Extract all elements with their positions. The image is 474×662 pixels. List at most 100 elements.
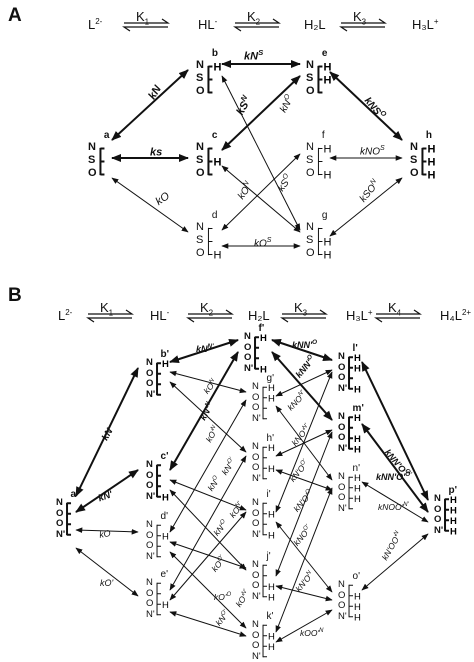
atom: N' bbox=[252, 412, 261, 424]
atom: S bbox=[306, 154, 314, 166]
atom: N' bbox=[146, 490, 156, 502]
atom: O bbox=[306, 85, 315, 97]
rate-superscript: N' bbox=[403, 502, 409, 508]
hydrogen-atom: H bbox=[323, 62, 331, 74]
species-label: k' bbox=[266, 610, 274, 622]
atom: N bbox=[196, 221, 204, 233]
atom: O bbox=[244, 352, 252, 363]
hydrogen-atom: H bbox=[354, 612, 361, 623]
species-label: h bbox=[425, 130, 432, 141]
hydrogen-atom: H bbox=[354, 473, 361, 484]
atom: O bbox=[252, 580, 260, 591]
formula-base: H₂L bbox=[248, 308, 270, 323]
atom: N' bbox=[338, 502, 347, 514]
species-formula: HL- bbox=[150, 308, 169, 323]
rate-constant-label: kO bbox=[98, 526, 111, 540]
atom: N bbox=[196, 141, 204, 153]
equilibrium-constant: K1 bbox=[136, 10, 149, 29]
atom: N bbox=[338, 471, 345, 482]
rate-symbol: kNN'O' bbox=[376, 472, 406, 482]
atom: O bbox=[252, 462, 260, 473]
species-label: g' bbox=[266, 372, 275, 384]
species-formula: H₃L+ bbox=[412, 17, 439, 32]
formula-base: H₂L bbox=[304, 17, 326, 32]
species-label: f bbox=[321, 130, 325, 141]
hydrogen-atom: H bbox=[450, 505, 457, 516]
rate-superscript: O bbox=[312, 339, 318, 346]
formula-base: H₃L bbox=[346, 308, 368, 323]
atom: O bbox=[56, 507, 64, 519]
atom: O bbox=[88, 167, 97, 179]
atom: N bbox=[252, 441, 259, 452]
atom: O bbox=[338, 481, 346, 493]
atom: S bbox=[306, 234, 314, 246]
atom: O bbox=[146, 367, 154, 379]
atom: S bbox=[410, 154, 418, 166]
transition-arrow bbox=[169, 511, 247, 601]
atom: O bbox=[434, 503, 442, 515]
equilibrium-constant: K4 bbox=[388, 301, 401, 320]
hydrogen-atom: H bbox=[427, 144, 435, 156]
atom: S bbox=[88, 154, 96, 166]
atom: O bbox=[306, 247, 315, 259]
transition-arrow bbox=[111, 177, 189, 233]
atom: O bbox=[196, 247, 205, 259]
constant-subscript: 1 bbox=[108, 308, 114, 318]
hydrogen-atom: H bbox=[354, 483, 361, 494]
atom: N' bbox=[338, 442, 348, 454]
atom: N bbox=[252, 497, 259, 508]
transition-arrow bbox=[169, 551, 247, 629]
atom: O bbox=[196, 167, 205, 179]
transition-arrow bbox=[75, 547, 139, 597]
constant-subscript: 2 bbox=[255, 17, 261, 27]
constant-subscript: 3 bbox=[361, 17, 367, 27]
constant-symbol: K bbox=[200, 300, 209, 315]
equilibrium-forward-arrow bbox=[88, 309, 134, 315]
hydrogen-atom: H bbox=[354, 353, 361, 364]
hydrogen-atom: H bbox=[354, 494, 361, 505]
rate-symbol: kNN' bbox=[292, 340, 313, 350]
rate-constant-label: kNN'O'O bbox=[376, 470, 410, 482]
atom: S bbox=[196, 72, 204, 84]
formula-charge: - bbox=[214, 17, 218, 26]
species-formula: H₂L bbox=[304, 18, 326, 31]
rate-symbol: kNO bbox=[360, 146, 380, 158]
atom: N' bbox=[146, 550, 155, 562]
formula-base: HL bbox=[150, 308, 167, 323]
atom: N bbox=[252, 381, 259, 392]
species-label: e' bbox=[160, 568, 169, 580]
atom: N' bbox=[252, 650, 261, 662]
rate-constant-label: kOS bbox=[254, 236, 271, 249]
atom: N bbox=[306, 141, 314, 153]
equilibrium-reverse-arrow bbox=[122, 26, 168, 32]
hydrogen-atom: H bbox=[268, 383, 275, 394]
formula-base: H₃L bbox=[412, 17, 434, 32]
hydrogen-atom: H bbox=[268, 642, 275, 653]
atom: N bbox=[146, 519, 153, 530]
atom: N bbox=[196, 59, 204, 71]
atom: O bbox=[338, 589, 346, 601]
hydrogen-atom: H bbox=[354, 444, 361, 455]
formula-base: L bbox=[88, 17, 96, 32]
transition-arrow bbox=[111, 69, 189, 141]
panel-a-letter: A bbox=[8, 5, 22, 26]
hydrogen-atom: H bbox=[323, 237, 331, 249]
atom: N bbox=[88, 141, 96, 153]
transition-arrow bbox=[329, 71, 403, 141]
atom: N bbox=[146, 577, 153, 588]
formula-charge: + bbox=[367, 308, 373, 317]
species-formula: H₃L+ bbox=[346, 308, 373, 323]
formula-base: L bbox=[58, 308, 66, 323]
atom: O bbox=[434, 514, 442, 525]
hydrogen-atom: H bbox=[427, 157, 435, 169]
atom: O bbox=[252, 518, 260, 529]
atom: O bbox=[146, 540, 154, 551]
atom: N' bbox=[338, 382, 348, 394]
constant-symbol: K bbox=[388, 300, 397, 315]
hydrogen-atom: H bbox=[268, 631, 275, 642]
equilibrium-reverse-arrow bbox=[233, 26, 279, 32]
atom: S bbox=[196, 154, 204, 166]
constant-subscript: 1 bbox=[144, 17, 150, 27]
hydrogen-atom: H bbox=[260, 364, 267, 375]
formula-base: H₄L bbox=[440, 308, 462, 323]
